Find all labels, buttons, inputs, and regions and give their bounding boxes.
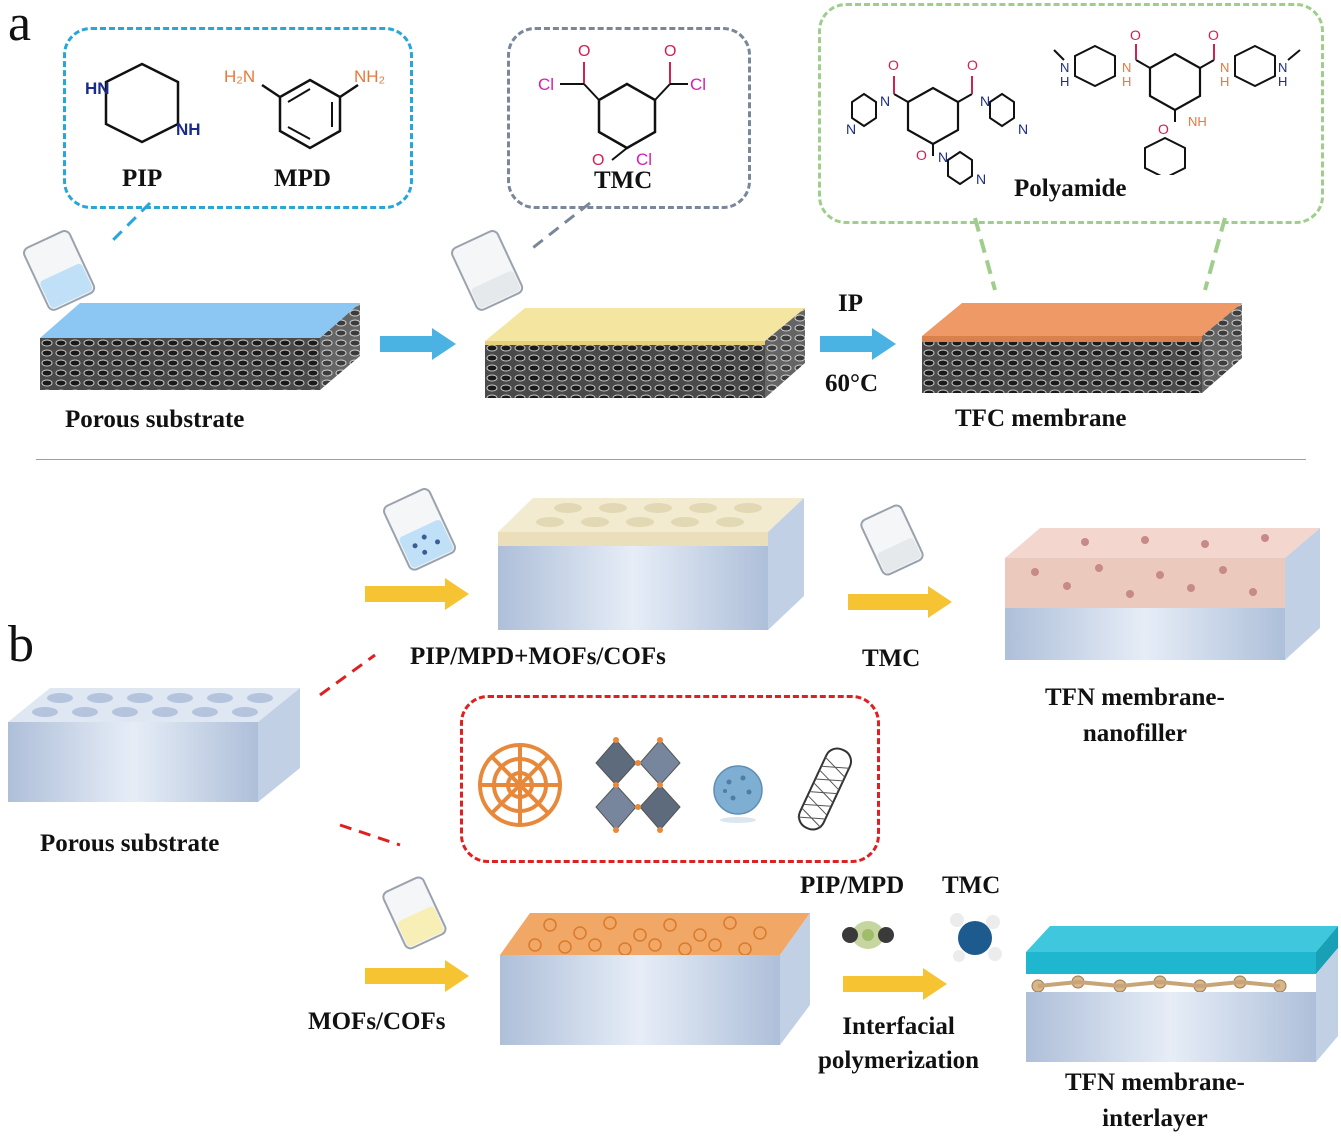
tmc-box — [507, 27, 751, 209]
tfn-nanofiller-block — [1005, 528, 1320, 660]
tmc-molecule-icon — [950, 913, 1002, 962]
tmc-o-1: O — [578, 43, 590, 60]
aqueous-block-b — [498, 498, 804, 630]
tfn-nanofiller-text: TFN membrane- nanofiller — [1045, 684, 1225, 747]
beaker-icon-tmc-b — [860, 504, 924, 576]
beaker-icon-organic — [451, 230, 524, 311]
panel-b-letter: b — [8, 616, 34, 673]
monomer-box — [63, 27, 413, 209]
pa-n-5: N — [938, 149, 948, 165]
pa-o-2: O — [967, 57, 978, 73]
tmc-label-a: TMC — [594, 167, 653, 194]
polyamide-piperazine-structure: O O O N N N N N N — [846, 57, 1028, 187]
pa2-h-3: H — [1220, 74, 1229, 89]
pa-n-3: N — [980, 93, 990, 109]
substrate-block-b — [8, 688, 300, 802]
tmc-cl-1: Cl — [538, 75, 554, 94]
mpd-h2n: H₂N — [224, 67, 255, 86]
tmc2-label: TMC — [942, 872, 1001, 899]
pa2-h-2: H — [1122, 74, 1131, 89]
arrow-b-3 — [365, 960, 469, 992]
framework-block-b — [500, 913, 810, 1045]
interfacial-label: Interfacial polymerization — [818, 1010, 979, 1078]
arrow-b-1 — [365, 578, 469, 610]
tmc-label-b: TMC — [862, 645, 921, 672]
arrow-a-2 — [820, 328, 896, 360]
tmc-o-2: O — [664, 43, 676, 60]
mof-octahedra-icon — [595, 737, 681, 833]
tmc-o-3: O — [592, 152, 604, 169]
beaker-icon-aqueous — [23, 230, 96, 311]
pa2-nh-4: N — [1278, 60, 1287, 75]
pa2-nh-2: N — [1122, 60, 1131, 75]
pa2-h-1: H — [1060, 74, 1069, 89]
panel-divider — [36, 459, 1306, 460]
substrate-label-b: Porous substrate — [40, 830, 220, 857]
tfn-interlayer-text: TFN membrane- interlayer — [1065, 1069, 1245, 1132]
nanoparticle-sphere-icon — [713, 765, 763, 823]
substrate-block-a — [40, 303, 360, 390]
pipmpd-molecule-icon — [842, 921, 894, 949]
polyamide-box — [818, 3, 1324, 224]
pa2-nh-5: NH — [1188, 114, 1207, 129]
mpd-nh2: NH₂ — [354, 67, 385, 86]
cof-framework-icon — [478, 743, 562, 827]
beaker-icon-nanofiller — [383, 488, 456, 571]
nanofiller-box — [460, 695, 880, 863]
tmc-structure: O O Cl Cl O Cl — [538, 43, 706, 169]
tfn-nanofiller-label: TFN membrane- nanofiller — [1045, 680, 1225, 752]
pa2-nh-1: N — [1060, 60, 1069, 75]
pa-n-6: N — [976, 171, 986, 187]
pip-hn: HN — [85, 79, 110, 98]
arrow-b-4 — [843, 968, 947, 1000]
mpd-label: MPD — [274, 165, 331, 192]
substrate-label-a: Porous substrate — [65, 406, 245, 433]
tfn-interlayer-label: TFN membrane- interlayer — [1065, 1065, 1245, 1137]
pip-structure: HN NH — [85, 62, 201, 144]
step1-label: PIP/MPD+MOFs/COFs — [410, 643, 666, 670]
ip-label: IP — [838, 290, 863, 317]
tfc-membrane-label: TFC membrane — [955, 405, 1127, 432]
tfc-block-a — [922, 303, 1242, 393]
pa2-h-4: H — [1278, 74, 1287, 89]
pa2-nh-3: N — [1220, 60, 1229, 75]
polyamide-label: Polyamide — [1014, 175, 1127, 202]
temp-label: 60°C — [825, 370, 879, 397]
connectors-b — [319, 653, 401, 847]
panel-a-letter: a — [8, 0, 32, 52]
pipmpd-label: PIP/MPD — [800, 872, 905, 899]
pa-n-2: N — [846, 121, 856, 137]
arrow-b-2 — [848, 586, 952, 618]
tmc-cl-3: Cl — [636, 150, 652, 169]
pa2-o-1: O — [1130, 27, 1141, 43]
pa-n-4: N — [1018, 121, 1028, 137]
carbon-nanotube-icon — [797, 747, 853, 831]
pip-nh: NH — [176, 120, 201, 139]
connectors-a — [106, 201, 1227, 291]
pa2-o-2: O — [1208, 27, 1219, 43]
polyamide-aromatic-structure: O O O N H N H N H N H NH — [1053, 27, 1301, 175]
tmc-cl-2: Cl — [690, 75, 706, 94]
beaker-icon-framework — [382, 876, 447, 950]
tfn-interlayer-block — [1026, 926, 1338, 1062]
pa-o-3: O — [916, 147, 927, 163]
interfacial-text: Interfacial polymerization — [818, 1013, 980, 1074]
mofs-label: MOFs/COFs — [308, 1008, 446, 1035]
pa-o-1: O — [888, 57, 899, 73]
pip-label: PIP — [122, 165, 163, 192]
mpd-structure: H₂N NH₂ — [224, 67, 385, 150]
arrow-a-1 — [380, 328, 456, 360]
pa2-o-3: O — [1158, 121, 1169, 137]
organic-block-a — [485, 308, 805, 398]
pa-n-1: N — [880, 93, 890, 109]
